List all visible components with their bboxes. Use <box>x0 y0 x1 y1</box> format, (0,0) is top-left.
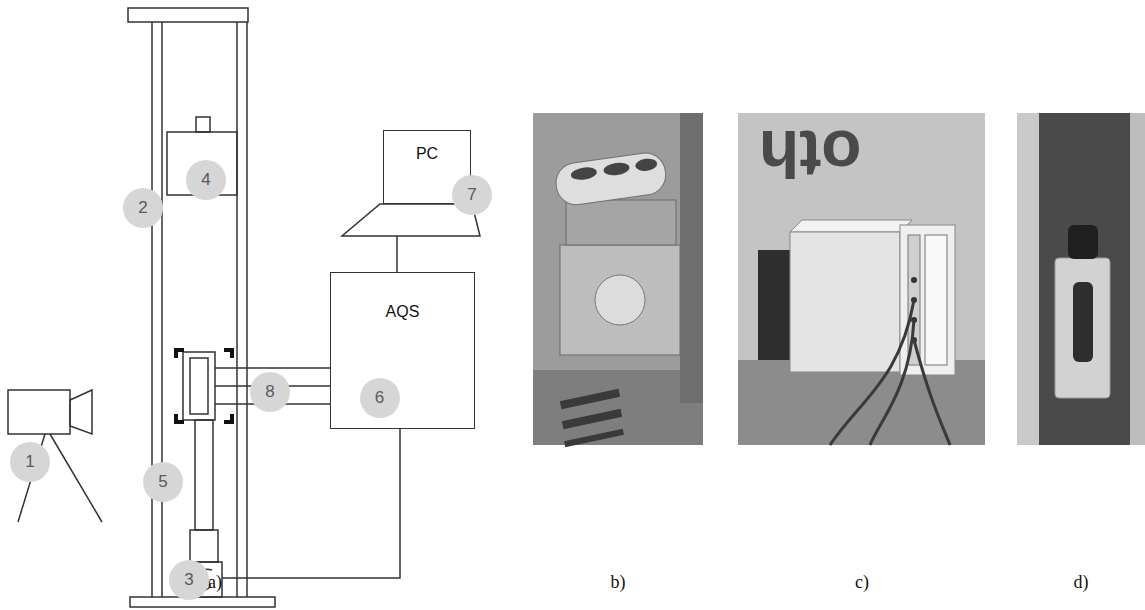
panel-label: d) <box>1074 572 1089 593</box>
weight-stub <box>196 117 210 132</box>
wood-board <box>1017 113 1039 445</box>
test-rig-schematic <box>8 8 480 607</box>
callout-number: 8 <box>250 372 290 412</box>
camera-body <box>1055 258 1110 398</box>
node-text: AQS <box>331 303 474 321</box>
callout-number: 4 <box>186 160 226 200</box>
panel-label: a) <box>208 572 222 593</box>
tripod-leg <box>50 434 102 522</box>
photo-ground <box>533 113 703 445</box>
camera-lens <box>70 390 92 434</box>
photo-camera <box>1017 113 1145 445</box>
node-text: 6 <box>375 388 384 408</box>
specimen <box>190 358 208 414</box>
camera-body <box>8 390 70 434</box>
cables <box>830 300 950 445</box>
device-module <box>925 235 947 365</box>
bottom-plate <box>130 597 275 607</box>
callout-number: 1 <box>10 442 50 482</box>
frame-post <box>236 22 238 597</box>
box-floor <box>1039 113 1130 445</box>
load-cell-wire <box>222 429 400 578</box>
frame-post <box>151 22 153 597</box>
specimen-holder <box>183 352 215 420</box>
panel-label: b) <box>611 572 626 593</box>
clamp-brackets <box>176 350 232 422</box>
callout-number: 2 <box>123 188 163 228</box>
wood-board <box>1130 113 1145 445</box>
callout-number: 6 <box>360 378 400 418</box>
node-text: PC <box>384 145 470 163</box>
node-text: 7 <box>467 185 476 205</box>
device-handle <box>758 250 790 360</box>
load-cell-plug <box>595 275 645 325</box>
node-text: 3 <box>184 570 193 590</box>
callout-number: 7 <box>452 175 492 215</box>
panel-label: c) <box>855 572 869 593</box>
camera-lens <box>1068 225 1098 259</box>
node-text: 4 <box>201 170 210 190</box>
bracket <box>224 350 232 358</box>
device-top <box>790 220 912 232</box>
node-text: 2 <box>138 198 147 218</box>
device-front <box>900 225 955 375</box>
sensor-wire <box>215 367 330 369</box>
column <box>195 420 213 530</box>
callout-number: 5 <box>143 462 183 502</box>
photo-ground <box>1017 113 1145 445</box>
top-plate <box>128 8 248 22</box>
photo-acquisition-system <box>738 113 985 445</box>
node-text: 1 <box>25 452 34 472</box>
frame-post <box>161 22 163 597</box>
node-text: 8 <box>265 382 274 402</box>
table-slots <box>560 389 624 447</box>
camera-handle <box>1073 282 1093 362</box>
photo-sign-text: oth <box>759 116 862 192</box>
adapter-block <box>190 530 218 562</box>
frame-post <box>246 22 248 597</box>
acquisition-box: AQS 6 <box>330 272 475 429</box>
photo-ground <box>738 113 985 445</box>
photo-post <box>680 113 703 403</box>
photo-load-cell <box>533 113 703 447</box>
device-side <box>790 232 900 372</box>
load-cell-head <box>566 200 676 245</box>
load-link <box>553 150 668 207</box>
bracket <box>224 414 232 422</box>
callout-number: 3 <box>169 560 209 600</box>
bracket <box>176 414 184 422</box>
node-text: 5 <box>158 472 167 492</box>
load-cell-block <box>560 245 680 355</box>
bracket <box>176 350 184 358</box>
